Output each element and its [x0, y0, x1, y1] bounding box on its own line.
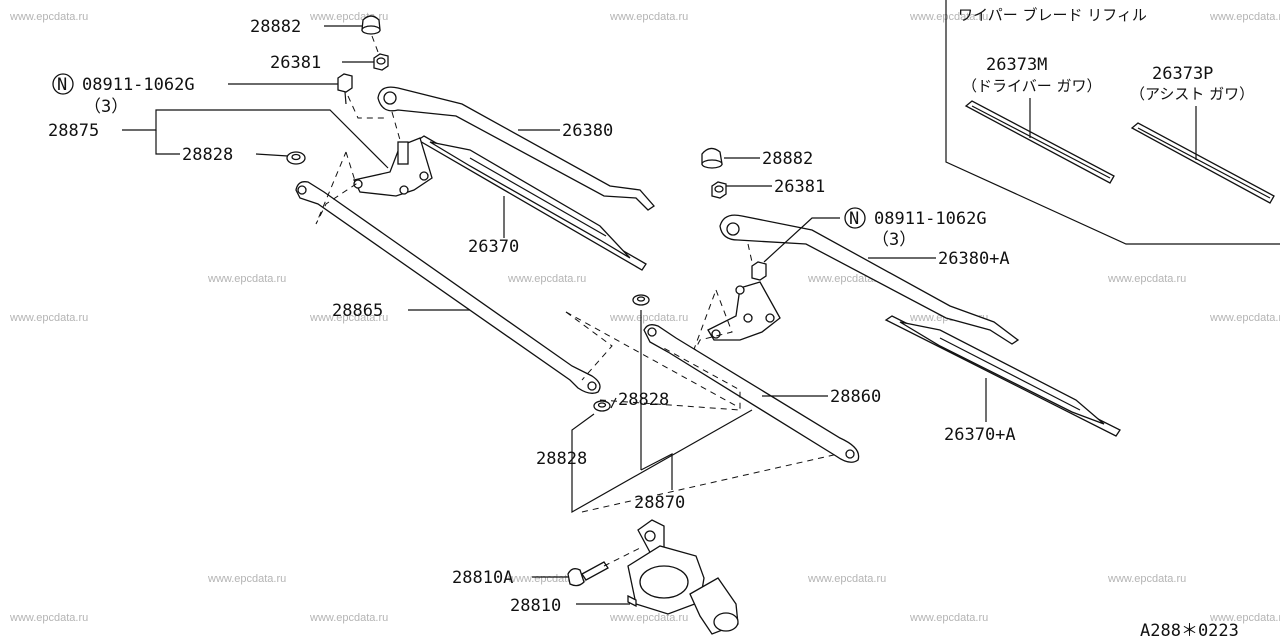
label-blade-left: 26370: [468, 237, 519, 257]
label-link-rod-left: 28865: [332, 301, 383, 321]
watermark: www.epcdata.ru: [309, 312, 388, 324]
mounting-screw: [567, 561, 609, 587]
wiper-blade-left: [416, 135, 647, 271]
labels-left: 28882 26381 N 08911-1062G （3） 28875 2882…: [48, 17, 613, 321]
label-bolt-left: 08911-1062G: [82, 75, 195, 95]
watermark: www.epcdata.ru: [1209, 312, 1280, 324]
label-n-symbol-right: N: [849, 209, 859, 229]
labels-center: 28828 28828 28870 28810A 28810: [452, 390, 685, 616]
label-bolt-right: 08911-1062G: [874, 209, 987, 229]
left-wiper-assembly: [286, 15, 655, 394]
label-refill-assist-note: （アシスト ガワ）: [1130, 85, 1254, 103]
label-bolt-qty-right: （3）: [872, 230, 916, 250]
link-rod-left: [295, 181, 601, 394]
n-symbol-circle-left: [52, 73, 74, 95]
label-link-rod-right: 28860: [830, 387, 881, 407]
bolt-left: [337, 73, 353, 105]
wiper-blade-right: [884, 315, 1121, 437]
label-n-symbol-left: N: [57, 75, 67, 95]
label-linkage: 28870: [634, 493, 685, 513]
watermark: www.epcdata.ru: [9, 11, 88, 23]
n-symbol-circle-right: [844, 207, 866, 229]
label-motor: 28810: [510, 596, 561, 616]
refill-assist-strip: [1130, 122, 1275, 204]
bolt-right: [751, 261, 767, 281]
label-nut-left: 26381: [270, 53, 321, 73]
center-linkage-group: [565, 294, 839, 513]
drawing-code: A288＊0223: [1140, 621, 1239, 640]
label-bushing-center-upper: 28828: [618, 390, 669, 410]
pivot-bracket-right: [707, 281, 781, 341]
refill-inset: ワイパー ブレード リフィル 26373M （ドライバー ガワ） 26373P …: [945, 0, 1280, 245]
bushing-center-upper: [632, 294, 650, 306]
wiper-motor: [627, 519, 739, 635]
labels-right: 28882 26381 N 08911-1062G （3） 26380+A 26…: [762, 149, 1016, 445]
watermark: www.epcdata.ru: [609, 11, 688, 23]
label-refill-assist: 26373P: [1152, 64, 1213, 84]
wiper-arm-left: [377, 86, 655, 211]
pivot-nut-left: [373, 53, 389, 71]
label-screw: 28810A: [452, 568, 513, 588]
label-refill-driver: 26373M: [986, 55, 1047, 75]
label-cap-left: 28882: [250, 17, 301, 37]
watermark: www.epcdata.ru: [807, 573, 886, 585]
pivot-cap-right: [701, 147, 723, 169]
pivot-bracket-left: [353, 137, 433, 197]
label-bolt-qty-left: （3）: [84, 97, 128, 117]
label-nut-right: 26381: [774, 177, 825, 197]
inset-title: ワイパー ブレード リフィル: [958, 6, 1147, 24]
watermark: www.epcdata.ru: [1107, 273, 1186, 285]
watermark: www.epcdata.ru: [9, 612, 88, 624]
label-refill-driver-note: （ドライバー ガワ）: [962, 77, 1101, 95]
pivot-cap-left: [361, 15, 381, 35]
wiper-arm-right: [719, 214, 1020, 345]
link-rod-right: [643, 324, 860, 463]
label-arm-left: 26380: [562, 121, 613, 141]
label-arm-right: 26380+A: [938, 249, 1010, 269]
watermark: www.epcdata.ru: [507, 573, 586, 585]
watermark: www.epcdata.ru: [909, 11, 988, 23]
label-bushing-center-lower: 28828: [536, 449, 587, 469]
watermark: www.epcdata.ru: [207, 273, 286, 285]
watermark: www.epcdata.ru: [507, 273, 586, 285]
watermark: www.epcdata.ru: [1209, 11, 1280, 23]
watermark: www.epcdata.ru: [609, 312, 688, 324]
label-cap-right: 28882: [762, 149, 813, 169]
watermark: www.epcdata.ru: [909, 612, 988, 624]
leader-lines: [122, 25, 987, 605]
bushing-left: [286, 151, 306, 165]
watermark: www.epcdata.ru: [9, 312, 88, 324]
watermark: www.epcdata.ru: [609, 612, 688, 624]
right-wiper-assembly: [643, 147, 1121, 463]
refill-driver-strip: [964, 100, 1115, 184]
label-bushing-left: 28828: [182, 145, 233, 165]
bushing-center-lower: [593, 400, 611, 412]
label-blade-right: 26370+A: [944, 425, 1016, 445]
watermark: www.epcdata.ru: [1209, 612, 1280, 624]
watermark: www.epcdata.ru: [309, 612, 388, 624]
label-pivot-set: 28875: [48, 121, 99, 141]
watermark: www.epcdata.ru: [1107, 573, 1186, 585]
inset-border: [945, 0, 1280, 245]
pivot-nut-right: [711, 181, 727, 199]
watermark: www.epcdata.ru: [207, 573, 286, 585]
